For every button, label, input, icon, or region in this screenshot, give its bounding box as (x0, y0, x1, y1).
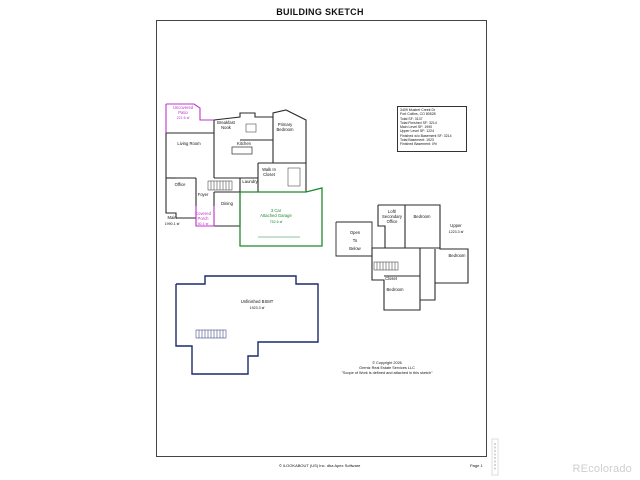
copyright-line: © Copyright 2026 (372, 361, 402, 365)
property-info-box: 3409 Mustrel Creek Dr Fort Collins, CO 8… (397, 106, 467, 152)
living-room-label: Living Room (177, 141, 201, 146)
closet-label: Closet (385, 276, 397, 281)
scope-of-work-note: "Scope of Work is defined and attached i… (341, 371, 433, 375)
porch-outline (195, 206, 215, 227)
info-line: Total SF: 3137 (400, 116, 423, 121)
garage-label: 3 Car Attached Garage (260, 208, 292, 218)
info-line: Main Level SF: 1990 (400, 125, 433, 130)
garage-outline (239, 187, 323, 247)
walk-in-closet-label: Walk In Closet (262, 167, 276, 177)
info-line: Finished Basement: 0% (400, 142, 437, 147)
basement-area: 1923.3 sf (249, 306, 265, 310)
primary-bedroom-label: Primary Bedroom (276, 122, 294, 132)
info-line: 3409 Mustrel Creek Dr (400, 108, 436, 112)
open-to-below-outline (335, 221, 373, 257)
upper-stairs (373, 261, 399, 271)
loft-label: Loft/ Secondary Office (381, 209, 403, 224)
info-line: Total Basement: 1923 (400, 138, 434, 143)
info-line: Upper Level SF: 1224 (400, 129, 435, 134)
basement-label: Unfinished BSMT (240, 299, 274, 304)
footer-software-credit: © iLOOKABOUT (US) Inc. dba Apex Software (279, 463, 361, 468)
upper-bedroom-2-label: Bedroom (448, 253, 466, 258)
basement-stairs (195, 329, 227, 339)
info-line: Total Finished SF: 3214 (400, 120, 437, 125)
upper-level-label: Upper (450, 223, 462, 228)
office-label: Office (174, 182, 186, 187)
dining-label: Dining (221, 201, 233, 206)
garage-area: 752.6 sf (269, 220, 283, 224)
basement-walls (175, 275, 319, 375)
open-to-below-label: Open To Below (349, 230, 361, 251)
watermark: REcolorado (572, 463, 632, 475)
copyright-company: Grentz Real Estate Services LLC (359, 366, 415, 370)
laundry-label: Laundry (242, 179, 258, 184)
vertical-stamp-icon (491, 438, 499, 476)
covered-porch-label: Covered Porch (195, 211, 211, 221)
info-line: Fort Collins, CO 80528 (400, 112, 436, 117)
upper-bedroom-3-label: Bedroom (386, 287, 404, 292)
upper-level-area: 1223.3 sf (448, 230, 464, 234)
foyer-label: Foyer (197, 192, 209, 197)
main-stairs (207, 180, 233, 191)
main-level-label: Main (167, 215, 177, 220)
uncovered-patio-label: Uncovered Patio (172, 105, 194, 115)
patio-outline (165, 103, 214, 133)
info-line: Finished w/o Basement SF: 3214 (400, 133, 452, 138)
footer-page-number: Page 1 (470, 463, 483, 468)
covered-porch-area: 50.1 sf (197, 222, 209, 226)
main-level-area: 1990.1 sf (164, 222, 180, 226)
page-title: BUILDING SKETCH (276, 7, 364, 17)
sketch-frame (156, 20, 487, 457)
upper-level-walls (371, 204, 469, 311)
main-level-walls (165, 109, 307, 227)
breakfast-nook-label: Breakfast Nook (217, 120, 235, 130)
kitchen-label: Kitchen (237, 141, 251, 146)
upper-bedroom-1-label: Bedroom (413, 214, 431, 219)
uncovered-patio-area: 221.6 sf (176, 116, 190, 120)
